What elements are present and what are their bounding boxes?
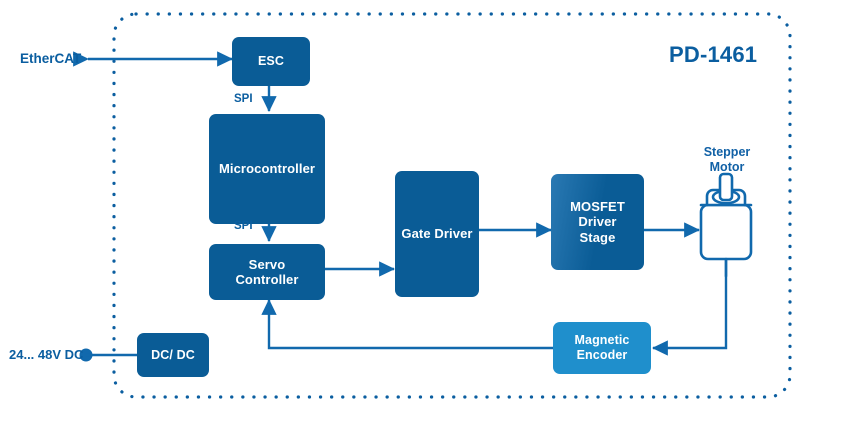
label-spi-mcu-servo: SPI [234,220,253,232]
block-mosfet-driver-stage-label: MOSFET Driver Stage [570,199,625,245]
stepper-motor-icon [699,172,753,278]
block-magnetic-encoder-label: Magnetic Encoder [574,333,630,362]
block-esc[interactable]: ESC [232,37,310,86]
block-esc-label: ESC [257,54,284,69]
label-spi-esc-mcu: SPI [234,93,253,105]
label-power-input: 24... 48V DC [9,347,84,362]
block-dc-dc-label: DC/ DC [151,347,195,362]
block-magnetic-encoder[interactable]: Magnetic Encoder [553,322,651,374]
block-gate-driver-label: Gate Driver [401,226,473,242]
label-stepper-motor: Stepper Motor [703,145,751,174]
block-mosfet-driver-stage[interactable]: MOSFET Driver Stage [551,174,644,270]
block-servo-controller[interactable]: Servo Controller [209,244,325,300]
block-microcontroller[interactable]: Microcontroller [209,114,325,224]
block-dc-dc[interactable]: DC/ DC [137,333,209,377]
wire-motor-encoder [652,259,728,356]
wire-encoder-servo [261,299,553,350]
block-microcontroller-label: Microcontroller [218,161,316,177]
page-title: PD-1461 [669,42,758,67]
block-servo-controller-label: Servo Controller [235,256,299,287]
device-boundary [112,12,792,399]
wire-power-input [79,348,137,362]
label-ethercat: EtherCAT [20,51,82,66]
block-gate-driver[interactable]: Gate Driver [395,171,479,297]
